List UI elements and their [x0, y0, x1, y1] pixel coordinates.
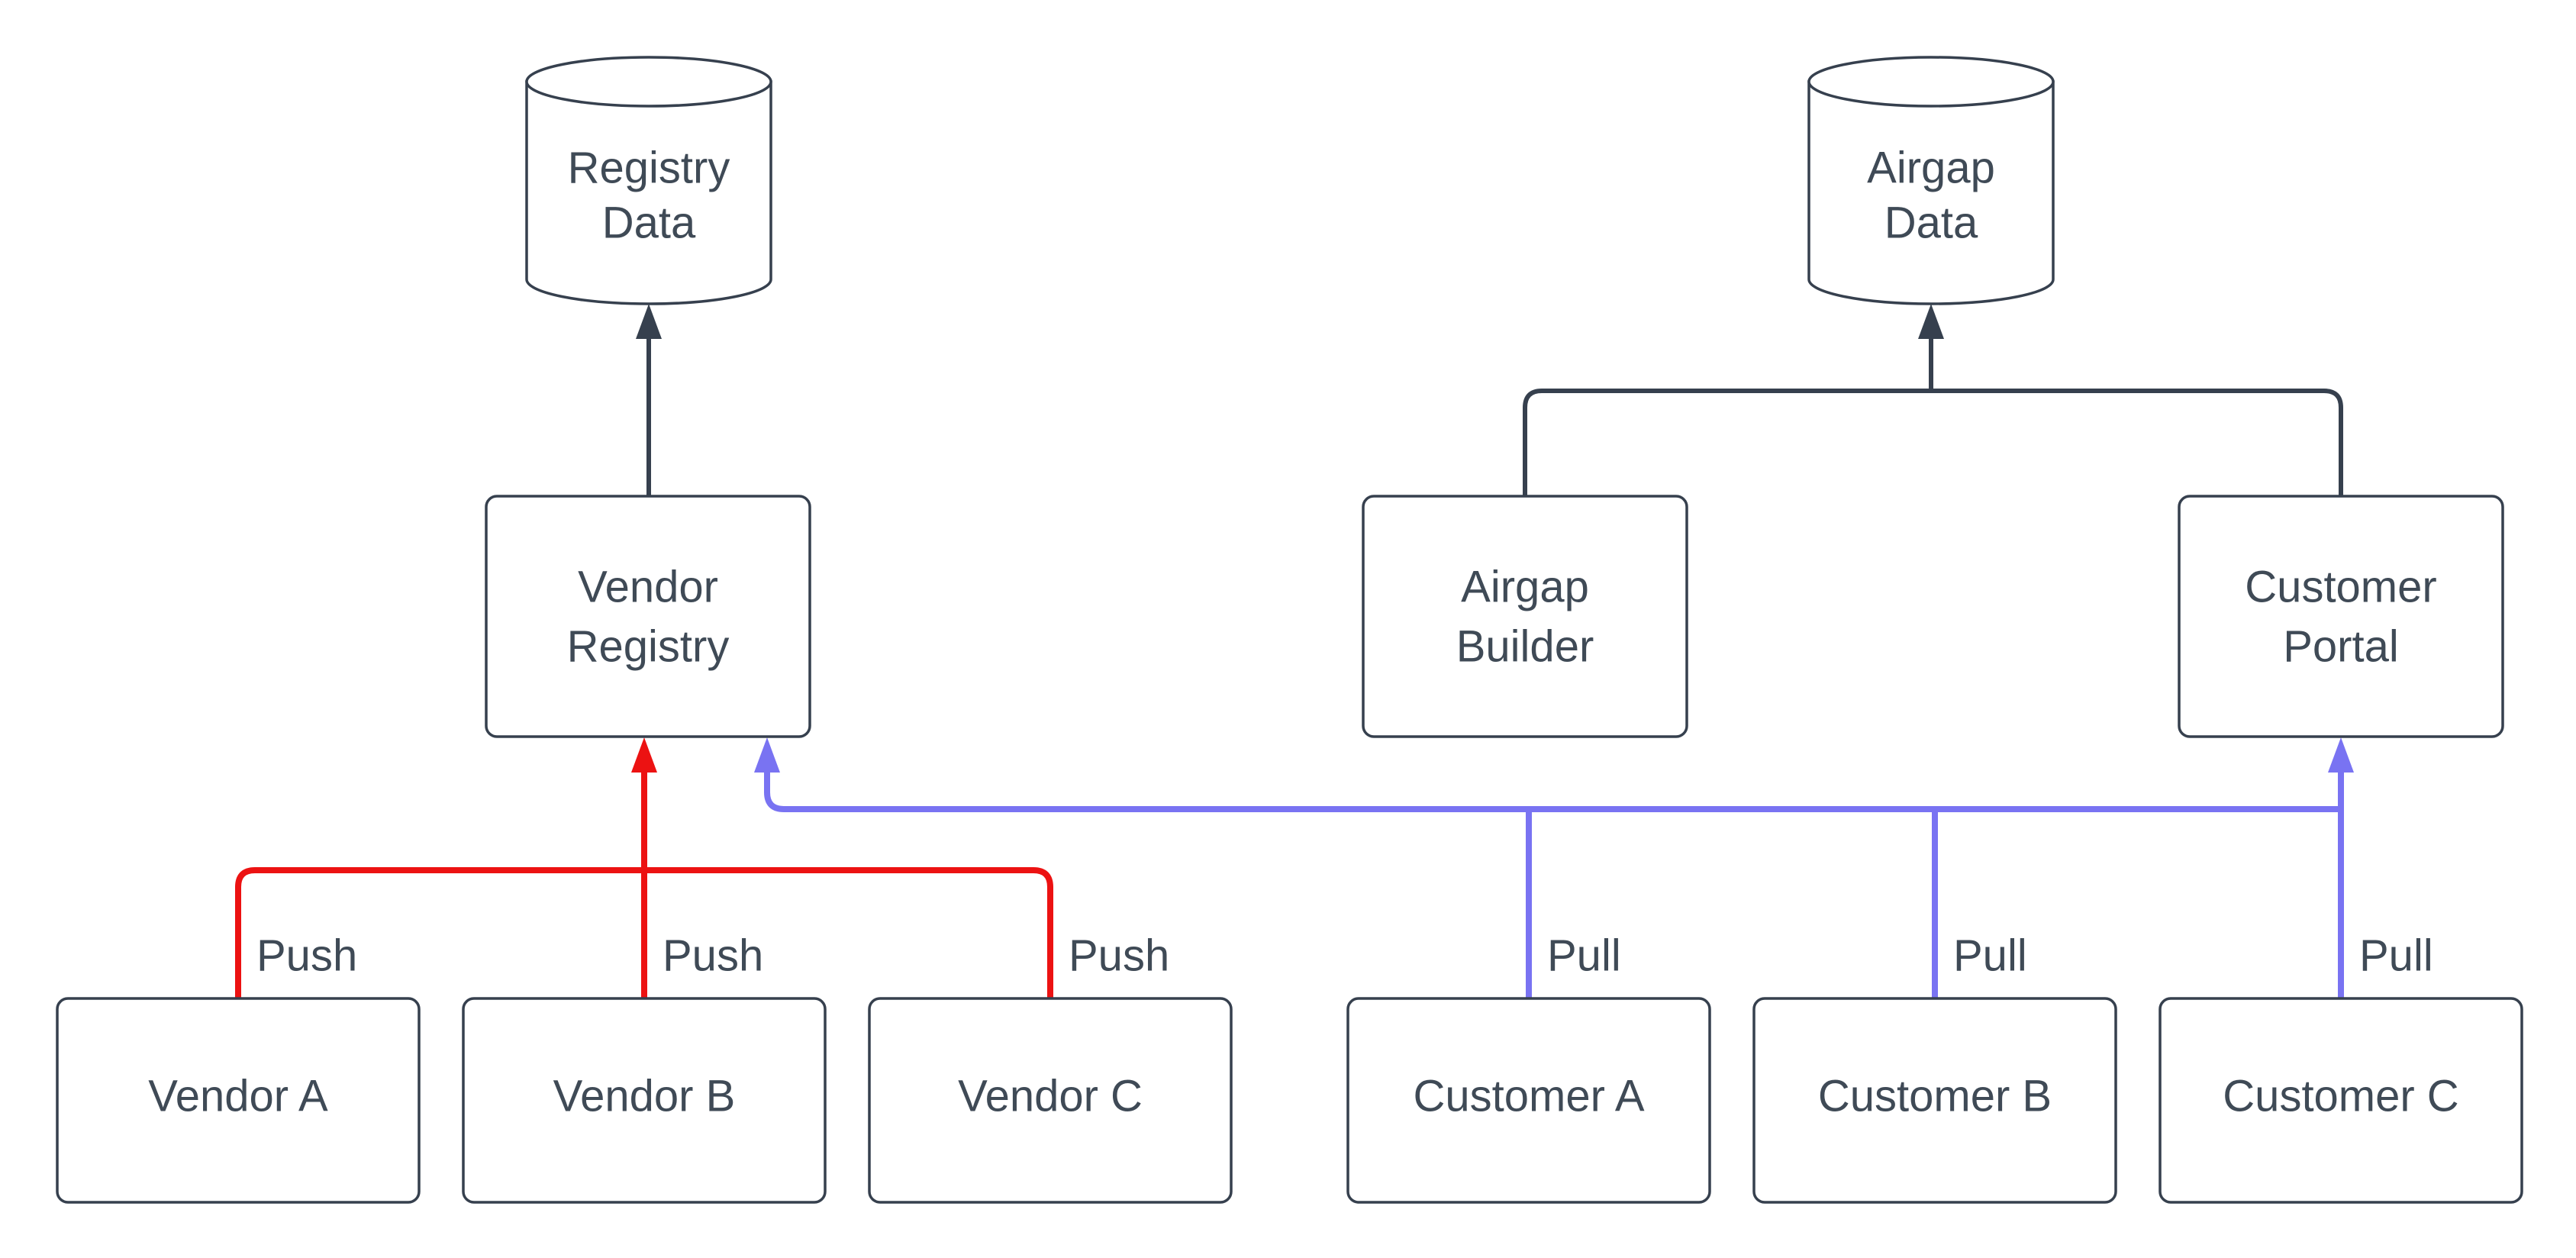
- arrowhead-into-registry-data-icon: [636, 304, 662, 339]
- customer-a-box: [1346, 997, 1711, 1204]
- registry-data-cylinder-top: [525, 56, 772, 108]
- edge-pull-trunk: [764, 773, 2341, 812]
- arrowhead-pull-into-vendor-registry-icon: [754, 737, 780, 773]
- vendor-b-label: Vendor B: [553, 1072, 736, 1121]
- airgap-builder-label-line1: Airgap: [1461, 563, 1589, 612]
- vendor-c-box: [868, 997, 1233, 1204]
- edge-label-pull-customer-a: Pull: [1547, 931, 1621, 981]
- registry-data-label-line2: Data: [602, 198, 696, 248]
- arrowhead-into-airgap-data-icon: [1918, 304, 1944, 339]
- vendor-b-box: [462, 997, 827, 1204]
- customer-portal-box: [2178, 495, 2504, 738]
- arrowhead-pull-into-customer-portal-icon: [2328, 737, 2354, 773]
- vendor-registry-label-line1: Vendor: [578, 563, 718, 612]
- airgap-data-label-line2: Data: [1884, 198, 1978, 248]
- nodes-layer: Registry Data Airgap Data Vendor Registr…: [56, 56, 2523, 1204]
- vendor-registry-box: [485, 495, 811, 738]
- node-registry-data: Registry Data: [525, 56, 772, 305]
- node-customer-c: Customer C: [2158, 997, 2523, 1204]
- edge-label-push-vendor-c: Push: [1069, 931, 1169, 981]
- vendor-a-label: Vendor A: [148, 1072, 328, 1121]
- edge-label-pull-customer-c: Pull: [2359, 931, 2433, 981]
- customer-b-label: Customer B: [1818, 1072, 2052, 1121]
- node-customer-portal: Customer Portal: [2178, 495, 2504, 738]
- airgap-builder-label-line2: Builder: [1456, 622, 1594, 672]
- node-airgap-data: Airgap Data: [1807, 56, 2055, 305]
- registry-data-label-line1: Registry: [568, 144, 730, 193]
- customer-c-label: Customer C: [2223, 1072, 2458, 1121]
- node-vendor-c: Vendor C: [868, 997, 1233, 1204]
- airgap-data-cylinder-top: [1807, 56, 2055, 108]
- node-airgap-builder: Airgap Builder: [1362, 495, 1688, 738]
- customer-a-label: Customer A: [1414, 1072, 1645, 1121]
- customer-c-box: [2158, 997, 2523, 1204]
- edge-label-push-vendor-b: Push: [663, 931, 763, 981]
- node-vendor-b: Vendor B: [462, 997, 827, 1204]
- edge-airgap-builder-customer-portal-trunk: [1523, 389, 2343, 496]
- edge-labels-layer: Push Push Push Pull Pull Pull: [256, 931, 2433, 981]
- vendor-a-box: [56, 997, 421, 1204]
- node-customer-a: Customer A: [1346, 997, 1711, 1204]
- edges-layer: [235, 304, 2354, 998]
- customer-portal-label-line2: Portal: [2283, 622, 2399, 672]
- node-customer-b: Customer B: [1752, 997, 2117, 1204]
- node-vendor-a: Vendor A: [56, 997, 421, 1204]
- edge-label-pull-customer-b: Pull: [1953, 931, 2027, 981]
- vendor-registry-label-line2: Registry: [567, 622, 730, 672]
- airgap-data-label-line1: Airgap: [1867, 144, 1995, 193]
- edge-label-push-vendor-a: Push: [256, 931, 357, 981]
- airgap-builder-box: [1362, 495, 1688, 738]
- arrowhead-push-into-vendor-registry-icon: [631, 737, 657, 773]
- vendor-c-label: Vendor C: [958, 1072, 1143, 1121]
- registry-data-cylinder-body: [525, 80, 772, 305]
- customer-b-box: [1752, 997, 2117, 1204]
- customer-portal-label-line1: Customer: [2245, 563, 2436, 612]
- node-vendor-registry: Vendor Registry: [485, 495, 811, 738]
- airgap-data-cylinder-body: [1807, 80, 2055, 305]
